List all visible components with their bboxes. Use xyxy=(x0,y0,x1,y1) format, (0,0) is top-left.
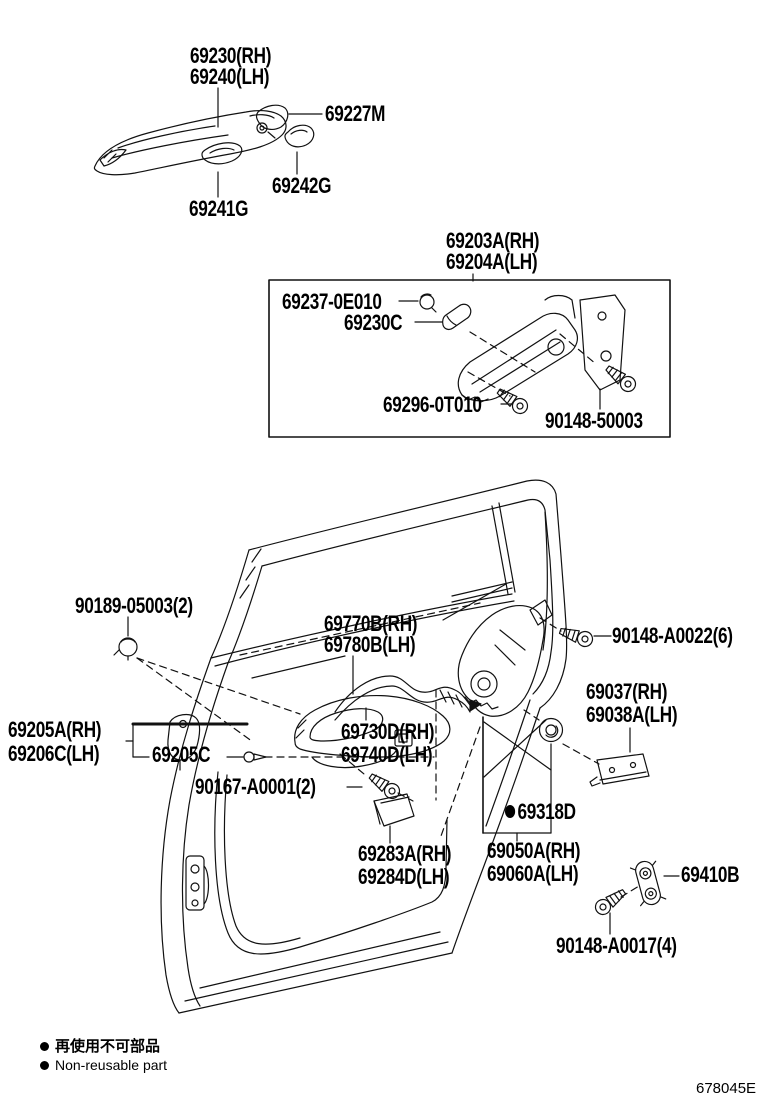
part-label-69205a-rh: 69205A(RH) xyxy=(8,717,102,742)
inner-handle-drawing xyxy=(295,696,450,768)
part-label-69284d-lh: 69284D(LH) xyxy=(358,864,450,889)
handle-cover-69242-shape xyxy=(285,125,314,147)
lock-label-bracket xyxy=(483,717,551,841)
part-label-69318d: 69318D xyxy=(505,801,576,823)
dashed-assembly-lines xyxy=(137,332,639,897)
part-label-69206c-lh: 69206C(LH) xyxy=(8,741,100,766)
part-label-69050a-rh: 69050A(RH) xyxy=(487,838,581,863)
part-label-69227m: 69227M xyxy=(325,101,386,126)
hinge-plate-drawing xyxy=(186,856,209,910)
part-label-69203a-rh: 69203A(RH) xyxy=(446,228,540,253)
clip-90189-icon xyxy=(114,638,137,660)
part-label-90189-05003: 90189-05003(2) xyxy=(75,593,193,618)
clip-69230c-icon xyxy=(443,304,471,329)
part-label-90148-50003: 90148-50003 xyxy=(545,408,643,433)
handle-cover-69227-shape xyxy=(257,105,288,129)
non-reusable-dot-icon xyxy=(40,1041,49,1051)
handle-cover-69241-shape xyxy=(202,143,242,164)
part-label-69740d-lh: 69740D(LH) xyxy=(341,742,433,767)
part-label-69204a-lh: 69204A(LH) xyxy=(446,249,538,274)
part-label-69230c: 69230C xyxy=(344,310,403,335)
legend-non-reusable-en: Non-reusable part xyxy=(40,1057,167,1074)
wedge-69283-icon xyxy=(374,794,414,826)
figure-code: 678045E xyxy=(696,1080,757,1097)
lock-cable-drawing xyxy=(335,676,481,720)
striker-69410-icon xyxy=(630,858,667,907)
frame-subassembly-box xyxy=(269,280,670,437)
door-lock-drawing xyxy=(458,600,552,716)
screw-a0022-icon xyxy=(557,623,596,650)
leader-lines xyxy=(128,88,679,934)
inner-screw-69205c-icon xyxy=(244,752,266,762)
part-label-69037-rh: 69037(RH) xyxy=(586,679,668,704)
part-label-69242g: 69242G xyxy=(272,173,332,198)
part-label-90167-a0001: 90167-A0001(2) xyxy=(195,774,316,799)
part-label-69205c: 69205C xyxy=(152,742,211,767)
part-label-69237-0e010: 69237-0E010 xyxy=(282,289,382,314)
part-label-69780b-lh: 69780B(LH) xyxy=(324,632,416,657)
clip-69237-icon xyxy=(420,294,436,312)
grommet-69318-icon xyxy=(540,719,563,742)
part-label-69296-0t010: 69296-0T010 xyxy=(383,392,482,417)
part-label-69241g: 69241G xyxy=(189,196,249,221)
part-label-69283a-rh: 69283A(RH) xyxy=(358,841,452,866)
non-reusable-dot-icon xyxy=(40,1060,49,1070)
part-label-69038a-lh: 69038A(LH) xyxy=(586,702,678,727)
part-label-90148-a0017: 90148-A0017(4) xyxy=(556,933,677,958)
part-label-69240-lh: 69240(LH) xyxy=(190,64,270,89)
part-label-90148-a0022: 90148-A0022(6) xyxy=(612,623,733,648)
part-label-69230-rh: 69230(RH) xyxy=(190,43,272,68)
door-panel-drawing xyxy=(161,480,567,1013)
part-label-69060a-lh: 69060A(LH) xyxy=(487,861,579,886)
legend-non-reusable-jp: 再使用不可部品 xyxy=(40,1038,160,1055)
part-label-69730d-rh: 69730D(RH) xyxy=(341,719,435,744)
non-reusable-dot-icon xyxy=(505,805,516,819)
part-label-69770b-rh: 69770B(RH) xyxy=(324,611,418,636)
exterior-handle-drawing xyxy=(94,105,313,175)
child-lock-69037-icon xyxy=(590,754,649,786)
frame-bracket-drawing xyxy=(458,295,625,402)
part-label-69410b: 69410B xyxy=(681,862,740,887)
